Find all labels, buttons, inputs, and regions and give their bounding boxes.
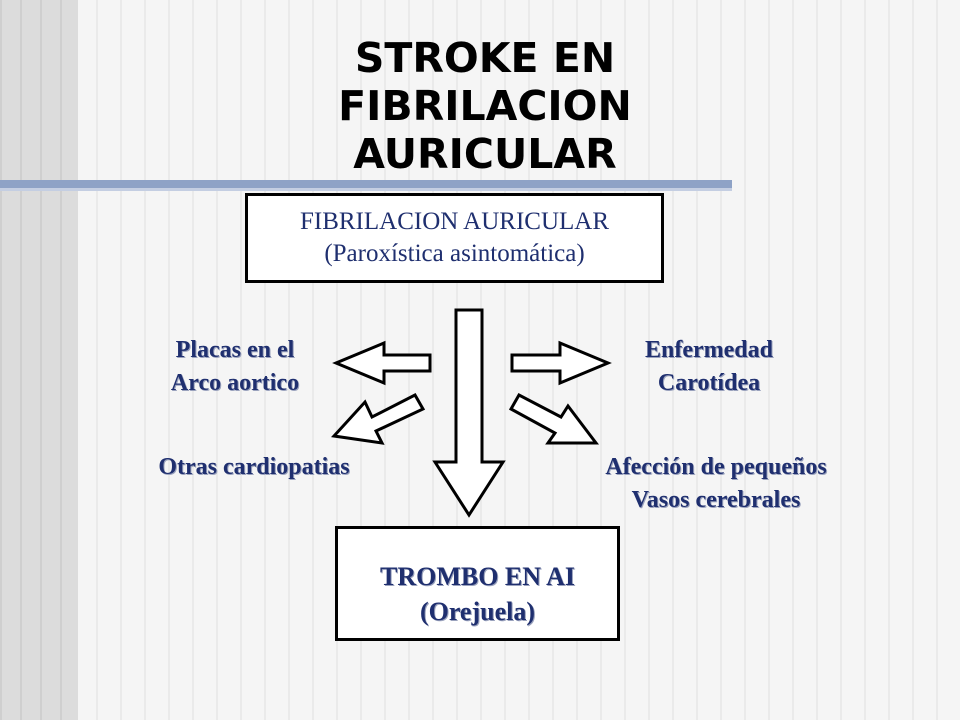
atrial-fibrillation-box: FIBRILACION AURICULAR (Paroxística asint… <box>245 193 664 283</box>
label-carotid-disease-line-2: Carotídea <box>657 370 761 396</box>
left-atrium-thrombus-box-line-1: TROMBO EN AI <box>379 562 576 591</box>
slide-title-line-3: AURICULAR <box>353 130 617 178</box>
label-aortic-arch-plaques-line-1: Placas en el <box>175 337 295 363</box>
down-right-arrow-icon <box>508 393 600 445</box>
atrial-fibrillation-box-line-2: (Paroxística asintomática) <box>324 240 585 267</box>
label-other-cardiopathies-line-1: Otras cardiopatias <box>158 454 350 480</box>
left-atrium-thrombus-box-line-2: (Orejuela) <box>419 597 536 626</box>
label-carotid-disease-line-1: Enfermedad <box>645 337 773 363</box>
label-small-vessel-disease-line-1: Afección de pequeños <box>605 454 827 480</box>
label-small-vessel-disease-line-2: Vasos cerebrales <box>631 487 801 513</box>
label-small-vessel-disease: Afección de pequeños Vasos cerebrales <box>556 451 876 517</box>
label-carotid-disease: Enfermedad Carotídea <box>604 334 814 400</box>
right-arrow-icon <box>510 340 612 386</box>
slide-title-line-2: FIBRILACION <box>338 82 632 130</box>
down-arrow-icon <box>432 308 506 518</box>
left-decorative-strip <box>0 0 78 720</box>
title-underline-shadow <box>0 188 732 191</box>
title-underline <box>0 180 732 188</box>
label-other-cardiopathies: Otras cardiopatias <box>104 451 404 484</box>
label-aortic-arch-plaques: Placas en el Arco aortico <box>140 334 330 400</box>
slide-title-line-1: STROKE EN <box>354 34 616 82</box>
atrial-fibrillation-box-line-1: FIBRILACION AURICULAR <box>299 208 610 235</box>
down-left-arrow-icon <box>330 393 426 445</box>
left-arrow-icon <box>332 340 432 386</box>
left-atrium-thrombus-box: TROMBO EN AI (Orejuela) <box>335 526 620 641</box>
slide-title: STROKE EN FIBRILACION AURICULAR <box>240 34 730 178</box>
label-aortic-arch-plaques-line-2: Arco aortico <box>170 370 300 396</box>
